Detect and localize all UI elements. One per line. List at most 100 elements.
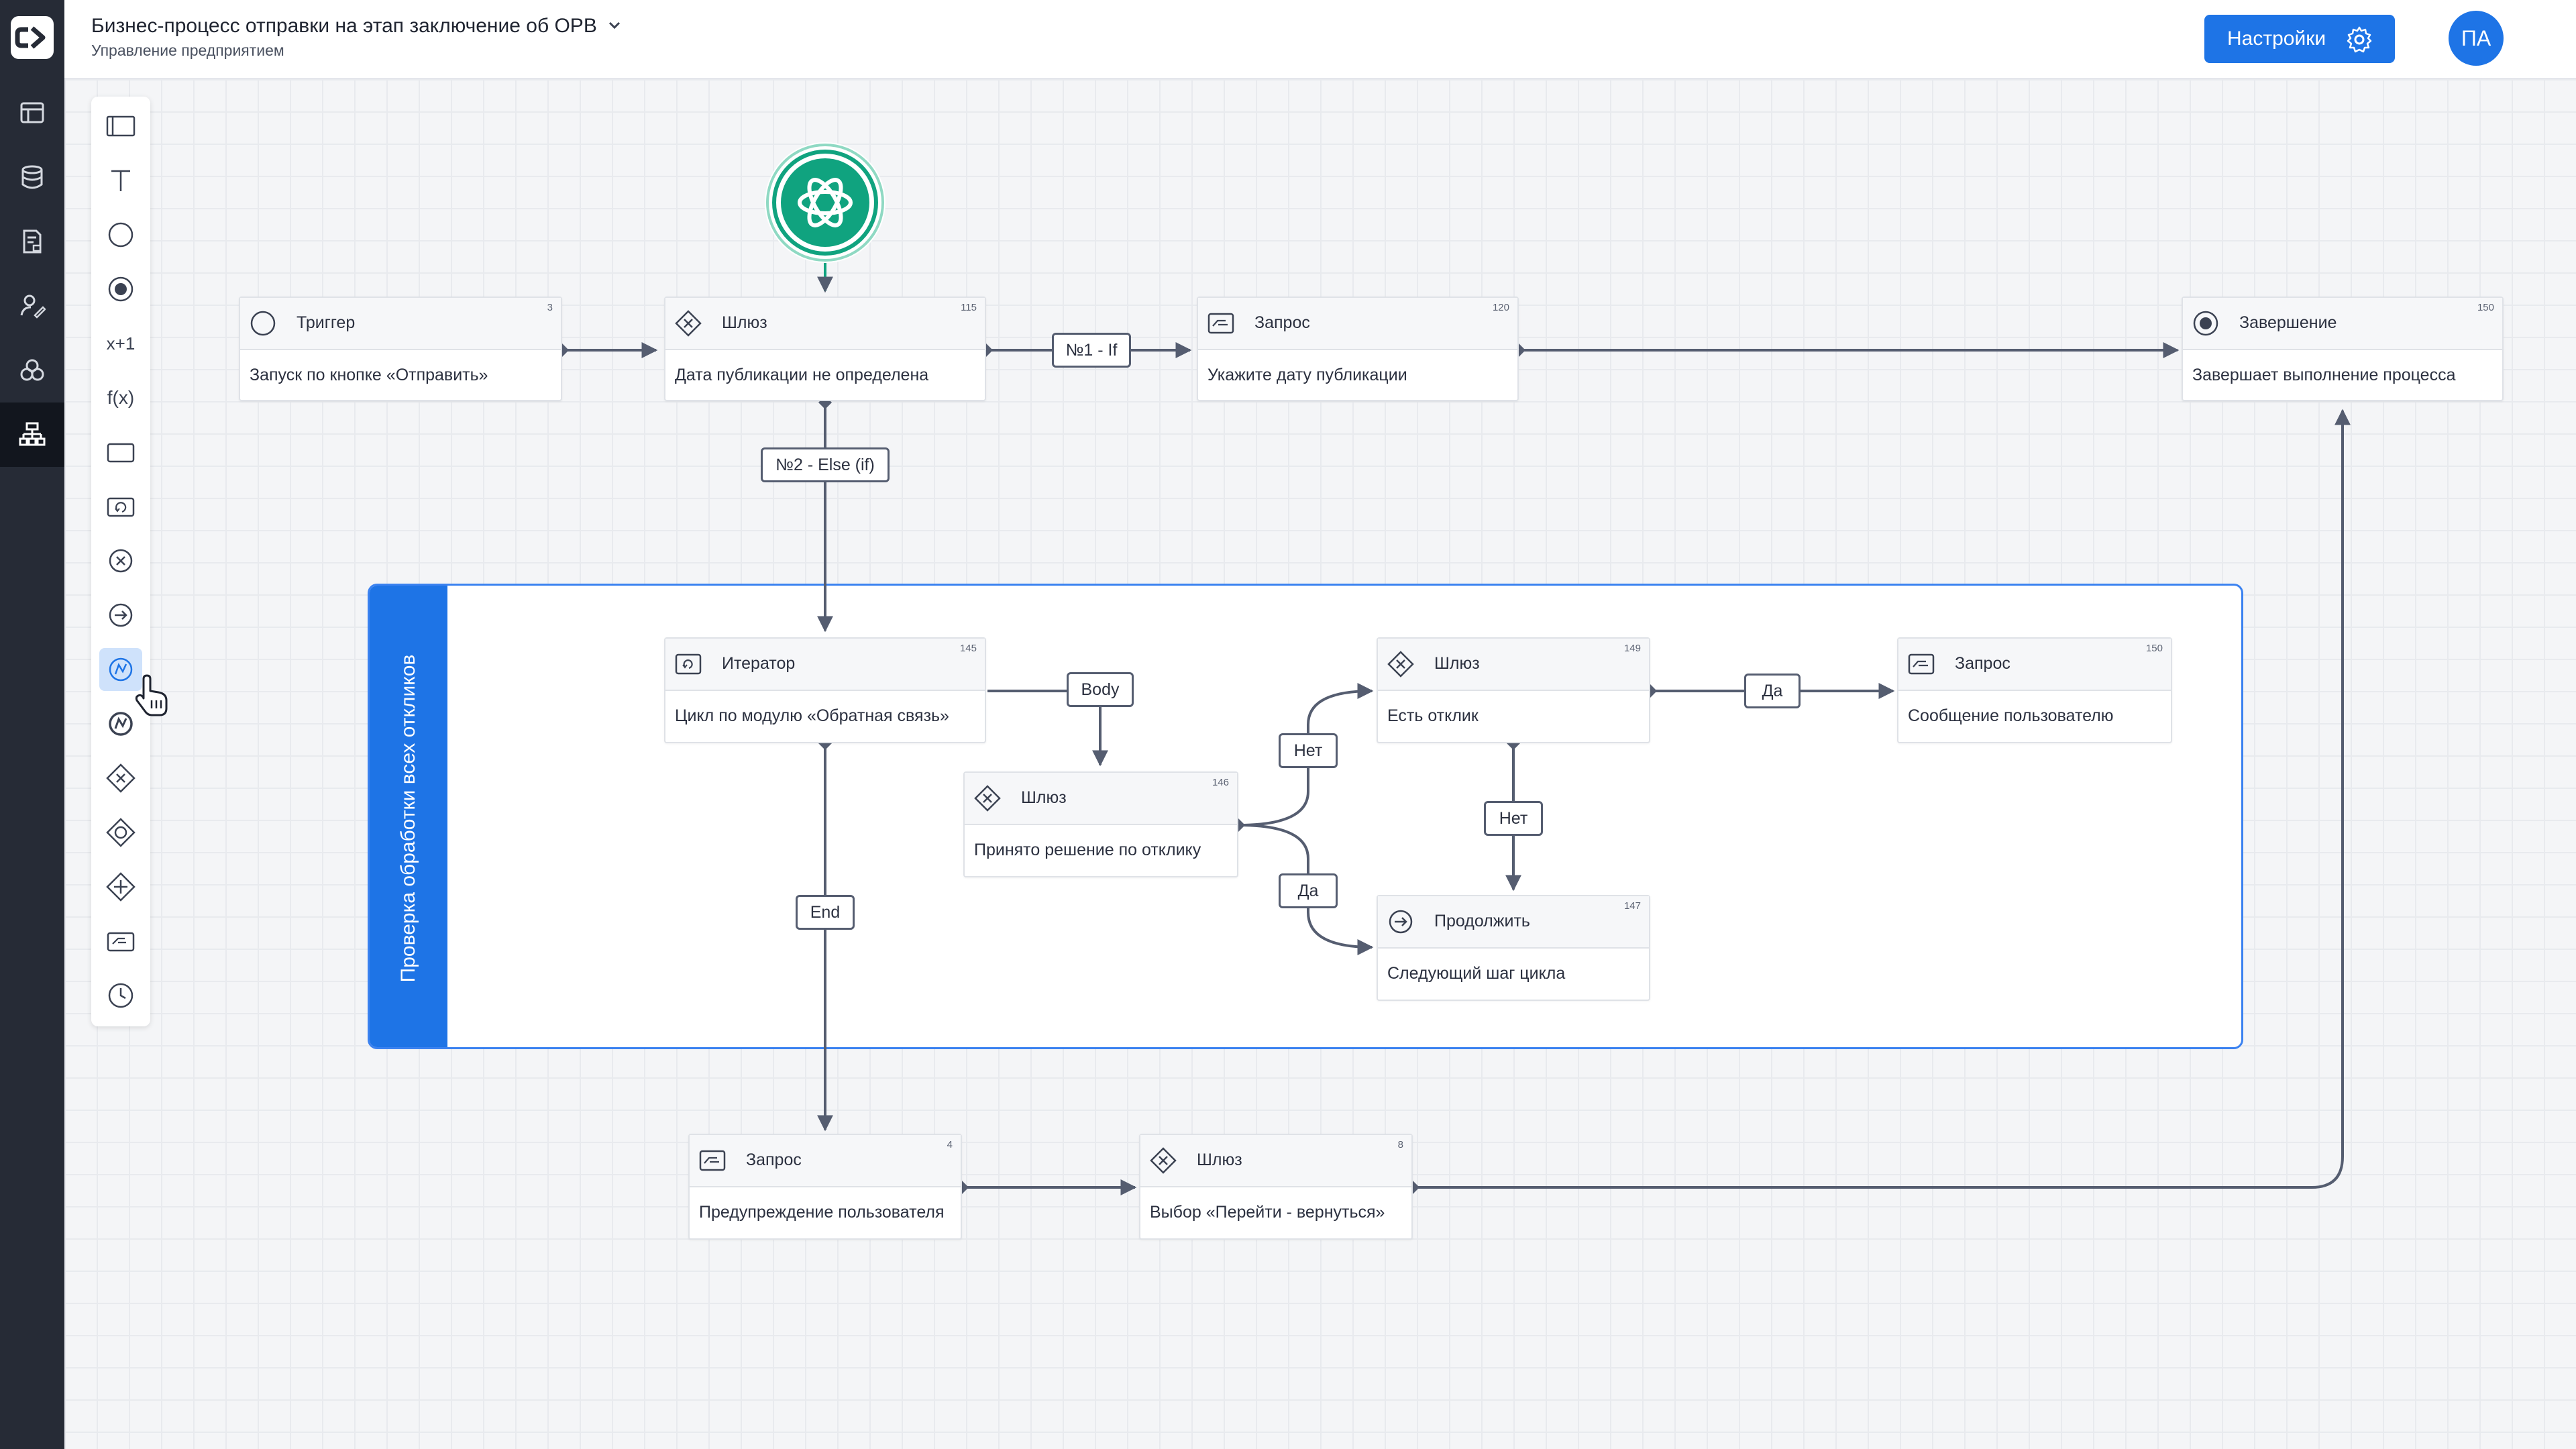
table-icon xyxy=(20,102,44,123)
svg-text:f(x): f(x) xyxy=(107,387,134,408)
node-id: 149 xyxy=(1623,643,1641,654)
nav-groups[interactable] xyxy=(0,338,64,402)
node-title: Триггер xyxy=(297,313,356,332)
node-gateway-149[interactable]: Шлюз 149 Есть отклик xyxy=(1377,637,1650,743)
text-icon xyxy=(111,170,130,191)
continue-icon xyxy=(1389,910,1413,934)
request-task-icon xyxy=(107,932,135,952)
page-header: Бизнес-процесс отправки на этап заключен… xyxy=(64,0,2576,79)
page-title[interactable]: Бизнес-процесс отправки на этап заключен… xyxy=(91,15,597,37)
node-request-120[interactable]: Запрос 120 Укажите дату публикации xyxy=(1197,297,1519,401)
process-tree-icon xyxy=(19,422,46,446)
node-header xyxy=(665,639,985,691)
tool-start-event[interactable] xyxy=(99,213,142,256)
nav-processes[interactable] xyxy=(0,402,64,467)
node-title: Запрос xyxy=(1955,654,2010,673)
circles-icon xyxy=(20,359,44,381)
inclusive-gateway-icon xyxy=(106,818,136,847)
nav-table[interactable] xyxy=(0,80,64,145)
tool-error-event[interactable] xyxy=(99,648,142,691)
node-body: Дата публикации не определена xyxy=(675,366,929,384)
end-event-icon xyxy=(108,276,133,302)
node-id: 150 xyxy=(2145,643,2163,654)
exclusive-gateway-icon xyxy=(1387,651,1414,678)
node-id: 145 xyxy=(959,643,977,654)
document-lock-icon xyxy=(23,229,42,254)
node-body: Предупреждение пользователя xyxy=(699,1203,945,1222)
node-gateway-146[interactable]: Шлюз 146 Принято решение по отклику xyxy=(963,771,1238,877)
nav-database[interactable] xyxy=(0,145,64,209)
nav-users[interactable] xyxy=(0,274,64,338)
task-icon xyxy=(107,443,135,463)
tool-text[interactable] xyxy=(99,159,142,202)
increment-icon: x+1 xyxy=(107,333,136,354)
avatar[interactable]: ПА xyxy=(2449,11,2504,66)
parallel-gateway-icon xyxy=(106,872,136,902)
edge-label-net-1[interactable]: Нет xyxy=(1279,733,1338,768)
node-header xyxy=(1140,1135,1411,1187)
node-end-150[interactable]: Завершение 150 Завершает выполнение проц… xyxy=(2182,297,2504,401)
node-header xyxy=(2183,298,2502,350)
node-header xyxy=(965,773,1237,825)
continue-icon xyxy=(109,603,133,627)
node-id: 120 xyxy=(1492,302,1509,313)
node-gateway-115[interactable]: Шлюз 115 Дата публикации не определена xyxy=(664,297,986,401)
node-gateway-8[interactable]: Шлюз 8 Выбор «Перейти - вернуться» xyxy=(1139,1134,1413,1240)
nav-documents[interactable] xyxy=(0,209,64,274)
edge-label-else[interactable]: №2 - Else (if) xyxy=(761,447,890,482)
tool-loop-task[interactable] xyxy=(99,485,142,528)
node-iterator-145[interactable]: Итератор 145 Цикл по модулю «Обратная св… xyxy=(664,637,986,743)
app-logo[interactable] xyxy=(11,16,54,59)
node-trigger[interactable]: Триггер 3 Запуск по кнопке «Отправить» xyxy=(239,297,562,401)
tool-continue[interactable] xyxy=(99,594,142,637)
node-title: Продолжить xyxy=(1434,912,1530,930)
loop-group-band: Проверка обработки всех откликов xyxy=(370,586,447,1047)
tool-increment[interactable]: x+1 xyxy=(99,322,142,365)
edge-label-body[interactable]: Body xyxy=(1067,672,1134,707)
tool-parallel-gateway[interactable] xyxy=(99,865,142,908)
ai-assistant-badge[interactable] xyxy=(765,142,885,263)
node-continue-147[interactable]: Продолжить 147 Следующий шаг цикла xyxy=(1377,895,1650,1001)
tool-panel[interactable] xyxy=(99,105,142,148)
node-title: Шлюз xyxy=(1434,654,1480,673)
node-id: 115 xyxy=(961,302,977,313)
tool-exclusive-gateway[interactable] xyxy=(99,539,142,582)
tool-gateway-diamond[interactable] xyxy=(99,757,142,800)
error-event-icon xyxy=(109,657,133,682)
edge-label-if[interactable]: №1 - If xyxy=(1052,333,1131,368)
tool-error-event-filled[interactable] xyxy=(99,702,142,745)
request-task-icon xyxy=(699,1150,726,1171)
node-body: Запуск по кнопке «Отправить» xyxy=(250,366,488,384)
edge-label-net-2[interactable]: Нет xyxy=(1484,801,1543,836)
user-edit-icon xyxy=(20,294,46,319)
tool-palette: x+1 f(x) xyxy=(91,97,150,1026)
ai-assistant-icon xyxy=(766,144,884,262)
start-event-icon xyxy=(108,222,133,248)
node-header xyxy=(1898,639,2171,691)
node-request-4[interactable]: Запрос 4 Предупреждение пользователя xyxy=(688,1134,962,1240)
node-header xyxy=(690,1135,961,1187)
tool-function[interactable]: f(x) xyxy=(99,376,142,419)
tool-end-event[interactable] xyxy=(99,268,142,311)
node-body: Следующий шаг цикла xyxy=(1387,964,1566,983)
node-body: Принято решение по отклику xyxy=(974,841,1201,859)
node-request-150[interactable]: Запрос 150 Сообщение пользователю xyxy=(1897,637,2172,743)
exclusive-gateway-icon xyxy=(109,549,133,573)
tool-request-task[interactable] xyxy=(99,920,142,963)
node-title: Запрос xyxy=(1254,313,1310,332)
edge-label-end[interactable]: End xyxy=(796,895,855,930)
tool-timer[interactable] xyxy=(99,974,142,1017)
settings-button[interactable]: Настройки xyxy=(2204,15,2395,63)
node-title: Шлюз xyxy=(722,313,767,332)
logo-icon xyxy=(15,26,46,49)
tool-task[interactable] xyxy=(99,431,142,474)
chevron-down-icon[interactable] xyxy=(605,16,624,35)
tool-inclusive-gateway[interactable] xyxy=(99,811,142,854)
exclusive-gateway-diamond-icon xyxy=(106,763,136,793)
start-event-icon xyxy=(250,311,276,336)
edge-label-da-2[interactable]: Да xyxy=(1744,674,1801,708)
node-title: Завершение xyxy=(2239,313,2337,332)
settings-button-label: Настройки xyxy=(2227,28,2326,50)
node-body: Выбор «Перейти - вернуться» xyxy=(1150,1203,1385,1222)
edge-label-da-1[interactable]: Да xyxy=(1279,873,1338,908)
